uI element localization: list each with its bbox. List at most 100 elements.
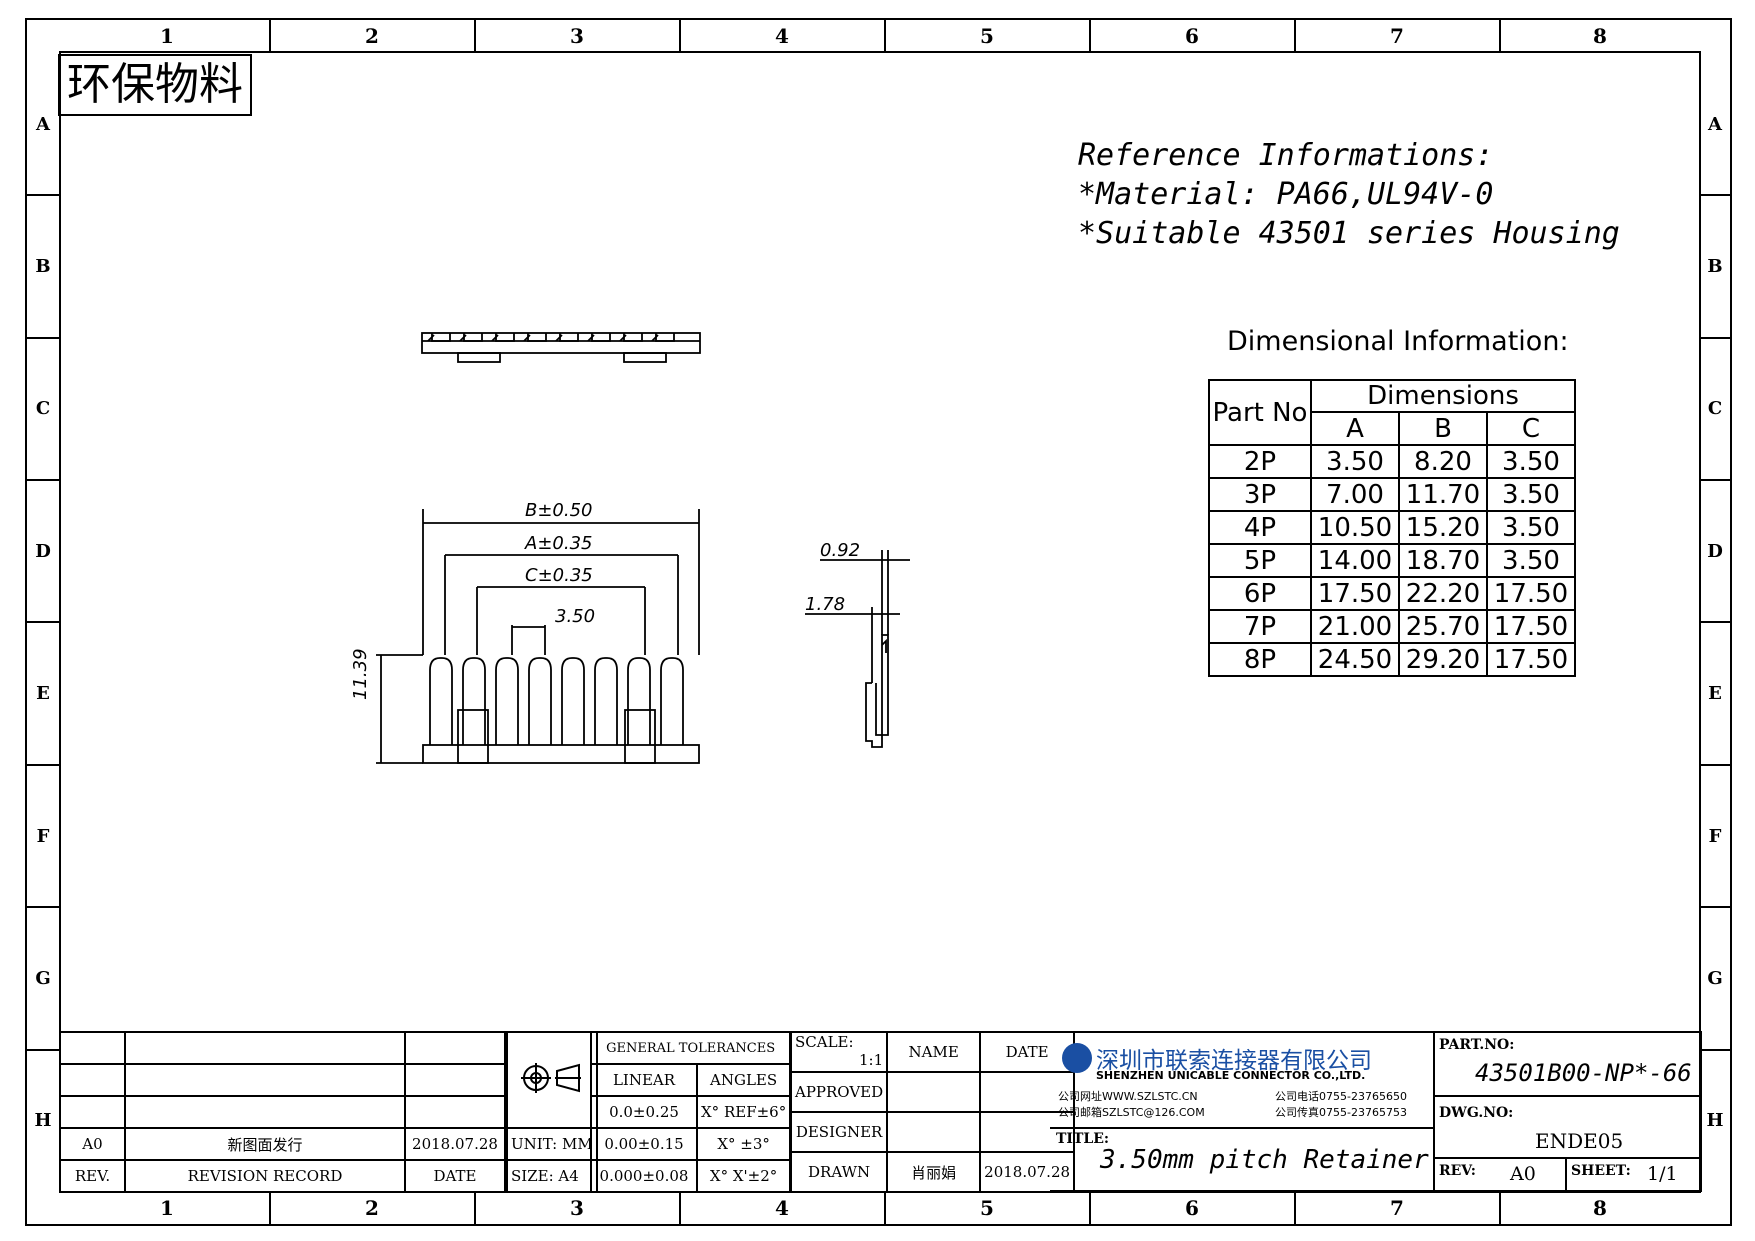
dim-b-label: B±0.50 [525, 500, 593, 521]
company-web: 公司网址WWW.SZLSTC.CN [1058, 1090, 1198, 1103]
company-logo [1062, 1043, 1092, 1073]
part-no-value: 43501B00-NP*-66 [1475, 1059, 1692, 1087]
table-row: 5P 14.00 18.70 3.50 [1208, 543, 1576, 578]
col-header-c: C [1486, 411, 1576, 446]
retainer-top-view [421, 332, 701, 363]
dimensions-header: Dimensions [1310, 379, 1576, 413]
table-row: 6P 17.50 22.20 17.50 [1208, 576, 1576, 611]
cell-b: 25.70 [1398, 609, 1488, 644]
table-row: 4P 10.50 15.20 3.50 [1208, 510, 1576, 545]
projection-symbol-icon [520, 1063, 581, 1093]
row-label-left: H [34, 1110, 52, 1131]
cell-a: 7.00 [1310, 477, 1400, 512]
dim-height-label: 11.39 [350, 648, 371, 700]
cell-a: 17.50 [1310, 576, 1400, 611]
cell-part: 6P [1208, 576, 1312, 611]
designer-label: DESIGNER [789, 1111, 889, 1153]
col-label-bottom: 5 [980, 1196, 994, 1220]
company-block: 深圳市联索连接器有限公司 SHENZHEN UNICABLE CONNECTOR… [1050, 1031, 1435, 1192]
col-label-top: 6 [1185, 24, 1199, 48]
unit-label: UNIT: MM [506, 1127, 598, 1161]
sheet-label: SHEET: [1571, 1163, 1631, 1179]
col-label-top: 1 [160, 24, 174, 48]
dim-c-label: C±0.35 [525, 565, 593, 586]
dimensions-table: Part No Dimensions A B C 2P 3.50 8.20 3.… [1208, 379, 1576, 677]
cell-c: 17.50 [1486, 609, 1576, 644]
cell-b: 29.20 [1398, 642, 1488, 677]
part-no-label: PART.NO: [1439, 1037, 1515, 1053]
row-label-left: G [35, 968, 51, 989]
table-row: 3P 7.00 11.70 3.50 [1208, 477, 1576, 512]
tol-angle-3: X° X'±2° [695, 1159, 792, 1193]
col-label-top: 4 [775, 24, 789, 48]
rev-header: REV. [59, 1159, 126, 1193]
cell-part: 8P [1208, 642, 1312, 677]
sheet-value: 1/1 [1647, 1163, 1678, 1185]
col-label-top: 7 [1390, 24, 1404, 48]
row-label-left: E [36, 683, 50, 704]
tol-linear-3: 0.000±0.08 [590, 1159, 698, 1193]
company-name-cn: 深圳市联索连接器有限公司 [1096, 1048, 1372, 1074]
col-header-b: B [1398, 411, 1488, 446]
dim-thickness1-label: 0.92 [820, 540, 861, 561]
cell-c: 3.50 [1486, 444, 1576, 479]
linear-header: LINEAR [590, 1063, 698, 1097]
drawing-title: 3.50mm pitch Retainer [1100, 1145, 1429, 1175]
cell-c: 17.50 [1486, 576, 1576, 611]
row-label-right: B [1707, 256, 1723, 277]
col-label-bottom: 7 [1390, 1196, 1404, 1220]
dwg-no-value: ENDE05 [1535, 1129, 1624, 1153]
name-header: NAME [886, 1031, 982, 1073]
title-block-left: A0 新图面发行 2018.07.28 REV. REVISION RECORD… [59, 1031, 506, 1193]
row-label-left: B [35, 256, 51, 277]
dim-a-label: A±0.35 [525, 533, 593, 554]
cell-c: 3.50 [1486, 543, 1576, 578]
title-block-units: UNIT: MM SIZE: A4 [506, 1031, 598, 1193]
reference-material: *Material: PA66,UL94V-0 [1078, 177, 1494, 212]
part-no-header: Part No [1208, 379, 1312, 446]
dimensional-title: Dimensional Information: [1227, 326, 1569, 357]
revision-date-header: DATE [404, 1159, 506, 1193]
cell-part: 3P [1208, 477, 1312, 512]
col-label-bottom: 6 [1185, 1196, 1199, 1220]
dim-pitch-label: 3.50 [555, 606, 596, 627]
revision-record-header: REVISION RECORD [124, 1159, 406, 1193]
title-label: TITLE: [1056, 1131, 1110, 1147]
col-header-a: A [1310, 411, 1400, 446]
row-label-right: C [1707, 398, 1723, 419]
col-label-top: 3 [570, 24, 584, 48]
cell-a: 24.50 [1310, 642, 1400, 677]
cell-c: 3.50 [1486, 477, 1576, 512]
tol-linear-1: 0.0±0.25 [590, 1095, 698, 1129]
row-label-left: D [35, 541, 51, 562]
cell-part: 7P [1208, 609, 1312, 644]
approval-block: SCALE: 1:1 NAME DATE APPROVED DESIGNER D… [789, 1031, 1076, 1193]
row-label-left: F [36, 826, 50, 847]
dim-thickness2-label: 1.78 [805, 594, 846, 615]
col-label-bottom: 4 [775, 1196, 789, 1220]
col-label-top: 8 [1593, 24, 1607, 48]
company-tel: 公司电话0755-23765650 [1275, 1090, 1407, 1103]
cell-a: 21.00 [1310, 609, 1400, 644]
row-label-right: A [1708, 114, 1722, 135]
dwg-no-label: DWG.NO: [1439, 1105, 1514, 1121]
cell-c: 17.50 [1486, 642, 1576, 677]
company-mail: 公司邮箱SZLSTC@126.COM [1058, 1106, 1205, 1119]
scale-value: 1:1 [859, 1051, 884, 1069]
company-name-en: SHENZHEN UNICABLE CONNECTOR CO.,LTD. [1096, 1069, 1366, 1082]
cell-part: 2P [1208, 444, 1312, 479]
eco-material-stamp: 环保物料 [58, 54, 252, 116]
tol-angle-2: X° ±3° [695, 1127, 792, 1161]
drawn-label: DRAWN [789, 1151, 889, 1193]
row-label-right: H [1706, 1110, 1724, 1131]
row-label-right: D [1707, 541, 1723, 562]
tolerance-block: GENERAL TOLERANCES LINEAR ANGLES 0.0±0.2… [589, 1031, 792, 1193]
drawn-date: 2018.07.28 [979, 1151, 1076, 1193]
angles-header: ANGLES [695, 1063, 792, 1097]
rev-value: A0 [59, 1127, 126, 1161]
row-label-left: A [36, 114, 50, 135]
tol-linear-2: 0.00±0.15 [590, 1127, 698, 1161]
revision-record-value: 新图面发行 [124, 1127, 406, 1161]
cell-b: 15.20 [1398, 510, 1488, 545]
